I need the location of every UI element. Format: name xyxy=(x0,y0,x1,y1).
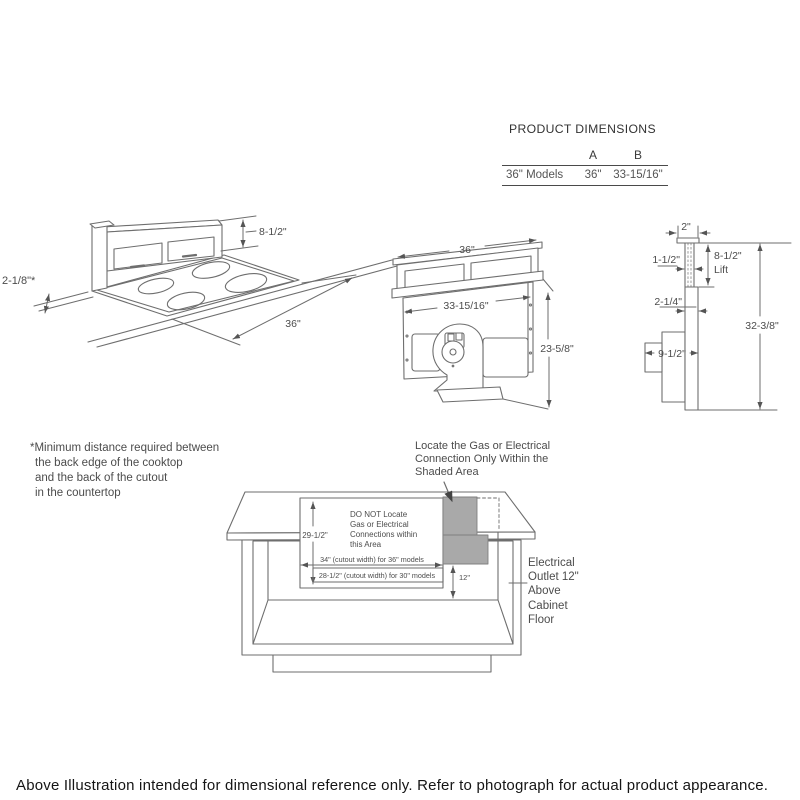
lift-word-label: Lift xyxy=(714,264,728,276)
table-rule-top xyxy=(502,165,668,166)
dim-vent-thickness xyxy=(657,265,704,272)
dim-lift xyxy=(698,244,715,288)
donot-line-1: DO NOT Locate xyxy=(350,510,408,519)
cutout-30-label: 28-1/2" (cutout width) for 30" models xyxy=(319,571,436,580)
front-width-label: 36" xyxy=(459,244,475,256)
dim-iso-width xyxy=(171,274,357,346)
right-wing-panel xyxy=(482,337,529,378)
donot-line-4: this Area xyxy=(350,540,382,549)
vent-end-post xyxy=(91,222,108,292)
dim-back-gap xyxy=(43,293,51,314)
blower-depth-label: 9-1/2" xyxy=(658,348,686,360)
side-view: 2" 1-1/2" 8-1/2" Lift 2-1/4" 9-1/2" 32-3… xyxy=(644,221,792,411)
note-line-2: the back edge of the cooktop xyxy=(35,457,183,469)
iso-width-label: 36" xyxy=(285,318,301,330)
shaded-area-lower xyxy=(442,534,489,565)
table-title: PRODUCT DIMENSIONS xyxy=(509,122,656,136)
body-side xyxy=(684,286,699,411)
dim-body-thickness xyxy=(659,306,708,314)
outlet-line-4: Cabinet xyxy=(528,599,568,612)
vent-thickness-label: 1-1/2" xyxy=(652,254,680,266)
front-view: 36" 33-15/16" 23-5/8" xyxy=(391,238,574,410)
donot-line-3: Connections within xyxy=(350,530,417,539)
locate-line-2: Connection Only Within the xyxy=(415,452,549,465)
table-rule-bottom xyxy=(502,185,668,186)
table-row: 36" Models 36" 33-15/16" xyxy=(502,166,668,185)
reference-caption: Above Illustration intended for dimensio… xyxy=(16,777,769,794)
isometric-view: 8-1/2" 2-1/8"* 36" xyxy=(2,215,398,348)
table-cell-b: 33-15/16" xyxy=(613,169,663,181)
hidden-cutout-edge xyxy=(476,497,500,532)
iso-back-gap-label: 2-1/8"* xyxy=(2,275,36,287)
blower-assembly xyxy=(432,323,504,403)
dim-front-width xyxy=(397,238,537,259)
table-header-a: A xyxy=(588,148,597,162)
electrical-outlet-label: Electrical Outlet 12" Above Cabinet Floo… xyxy=(528,556,579,627)
cutout-30-box xyxy=(312,567,444,583)
front-height-label: 23-5/8" xyxy=(540,343,574,355)
cap-width-label: 2" xyxy=(681,221,691,233)
shaded-area-upper xyxy=(442,496,478,536)
dim-front-height xyxy=(502,278,554,410)
countertop-cutout-lines xyxy=(33,291,94,312)
keepout-panel xyxy=(299,497,444,589)
locate-leader-arrow xyxy=(443,481,453,503)
table-cell-a: 36" xyxy=(584,169,602,181)
dim-vent-height xyxy=(218,215,259,252)
cabinet-interior xyxy=(252,531,514,645)
cabinet-diagram: 29-1/2" DO NOT Locate Gas or Electrical … xyxy=(226,481,536,673)
lift-value-label: 8-1/2" xyxy=(714,250,742,262)
blower-motor-side xyxy=(644,342,663,373)
cooktop-edge-band xyxy=(391,270,544,299)
minimum-distance-note: *Minimum distance required between the b… xyxy=(30,441,219,501)
cutout-36-label: 34" (cutout width) for 36" models xyxy=(320,555,424,564)
outlet-line-3: Above xyxy=(528,585,561,598)
vent-neck xyxy=(676,237,700,288)
vent-cap-side xyxy=(676,237,700,244)
table-header-b: B xyxy=(633,148,642,162)
mounting-bracket xyxy=(436,386,504,403)
table-cell-model: 36" Models xyxy=(506,169,564,181)
cabinet-base xyxy=(272,654,492,673)
outlet-line-2: Outlet 12" xyxy=(528,571,579,584)
note-line-3: and the back of the cutout xyxy=(35,472,168,484)
locate-connection-label: Locate the Gas or Electrical Connection … xyxy=(415,440,550,478)
locate-line-3: Shaded Area xyxy=(415,465,479,478)
donot-line-2: Gas or Electrical xyxy=(350,520,409,529)
iso-vent-height-label: 8-1/2" xyxy=(259,226,287,238)
note-line-4: in the countertop xyxy=(35,487,121,499)
dim-cap-width xyxy=(665,225,711,238)
reference-lines xyxy=(697,242,792,411)
outlet-line-5: Floor xyxy=(528,613,555,626)
downdraft-vent xyxy=(89,219,223,292)
vent-cap xyxy=(392,241,543,266)
outlet-height-label: 12" xyxy=(459,573,470,582)
dim-inner-width xyxy=(404,295,531,314)
body-thickness-label: 2-1/4" xyxy=(654,296,682,308)
blower-housing-side xyxy=(661,331,686,403)
total-height-label: 32-3/8" xyxy=(745,320,779,332)
cutout-height-label: 29-1/2" xyxy=(302,531,328,540)
product-dimensions-table: PRODUCT DIMENSIONS A B 36" Models 36" 33… xyxy=(502,122,668,186)
note-line-1: *Minimum distance required between xyxy=(30,442,220,454)
front-inner-width-label: 33-15/16" xyxy=(443,300,488,312)
outlet-line-1: Electrical xyxy=(528,557,575,569)
locate-line-1: Locate the Gas or Electrical xyxy=(415,440,551,452)
